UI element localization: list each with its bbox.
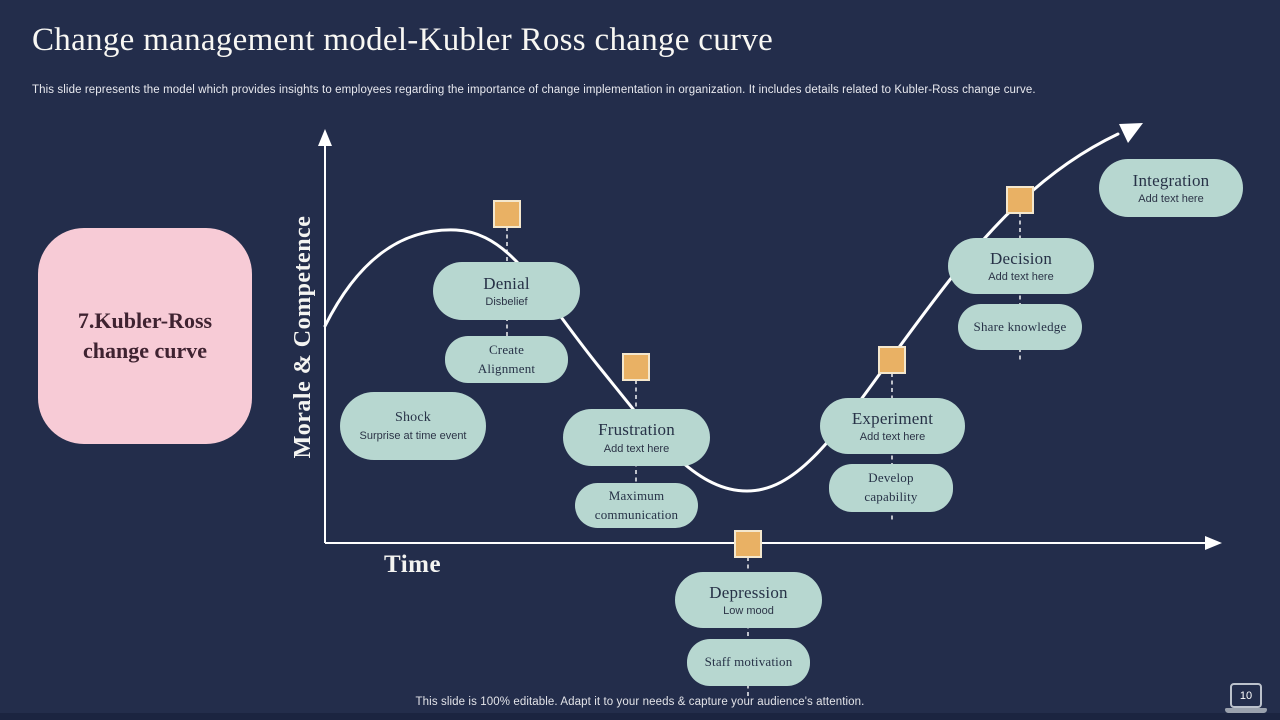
x-axis-arrow-icon [1205,536,1222,550]
laptop-icon-base [1225,708,1267,713]
stage-pill-share-knowledge[interactable]: Share knowledge [958,304,1082,350]
stage-subtitle: Surprise at time event [359,429,467,442]
stage-pill-develop-capability[interactable]: Develop capability [829,464,953,512]
stage-title: Denial [483,273,530,293]
marker-decision[interactable] [1006,186,1034,214]
y-axis-arrow-icon [318,129,332,146]
page-number: 10 [1239,689,1253,702]
curve-arrow-icon [1119,123,1143,143]
stage-pill-denial[interactable]: Denial Disbelief [433,262,580,320]
stage-subtitle: Add text here [988,271,1054,284]
stage-subtitle: Low mood [723,605,774,618]
stage-subtitle: Disbelief [485,296,528,309]
stage-pill-decision[interactable]: Decision Add text here [948,238,1094,294]
bottom-strip [0,713,1280,720]
page-indicator: 10 [1224,683,1268,713]
stage-title: Depression [709,582,788,602]
y-axis-label: Morale & Competence [290,215,316,459]
marker-experiment[interactable] [878,346,906,374]
stage-pill-experiment[interactable]: Experiment Add text here [820,398,965,454]
laptop-icon: 10 [1230,683,1262,708]
model-number-card[interactable]: 7.Kubler-Ross change curve [38,228,252,444]
page-title: Change management model-Kubler Ross chan… [32,22,774,58]
x-axis-label: Time [384,551,442,578]
marker-depression[interactable] [734,530,762,558]
stage-pill-staff-motivation[interactable]: Staff motivation [687,639,810,686]
stage-pill-depression[interactable]: Depression Low mood [675,572,822,628]
stage-title: Experiment [851,408,934,428]
marker-denial[interactable] [493,200,521,228]
stage-label: Create Alignment [477,341,536,376]
stage-title: Integration [1132,170,1210,190]
stage-subtitle: Add text here [603,442,670,455]
stage-markers [493,186,1034,558]
model-number-card-label: 7.Kubler-Ross change curve [77,308,213,363]
stage-label: Maximum communication [594,487,679,522]
stage-pill-frustration[interactable]: Frustration Add text here [563,409,710,466]
stage-subtitle: Add text here [1138,193,1204,206]
footer-note: This slide is 100% editable. Adapt it to… [415,696,865,708]
stage-title: Shock [395,410,431,426]
stage-pill-integration[interactable]: Integration Add text here [1099,159,1243,217]
stage-pill-shock[interactable]: Shock Surprise at time event [340,392,486,460]
stage-title: Decision [989,248,1053,268]
stage-label: Staff motivation [704,654,793,670]
stage-pill-maximum-communication[interactable]: Maximum communication [575,483,698,528]
marker-frustration[interactable] [622,353,650,381]
stage-label: Develop capability [864,470,918,504]
stage-subtitle: Add text here [859,431,926,444]
stage-label: Share knowledge [973,318,1067,334]
stage-title: Frustration [598,420,675,440]
slide-subtitle: This slide represents the model which pr… [32,84,1036,96]
change-curve [323,132,1120,493]
stage-pill-create-alignment[interactable]: Create Alignment [445,336,568,383]
